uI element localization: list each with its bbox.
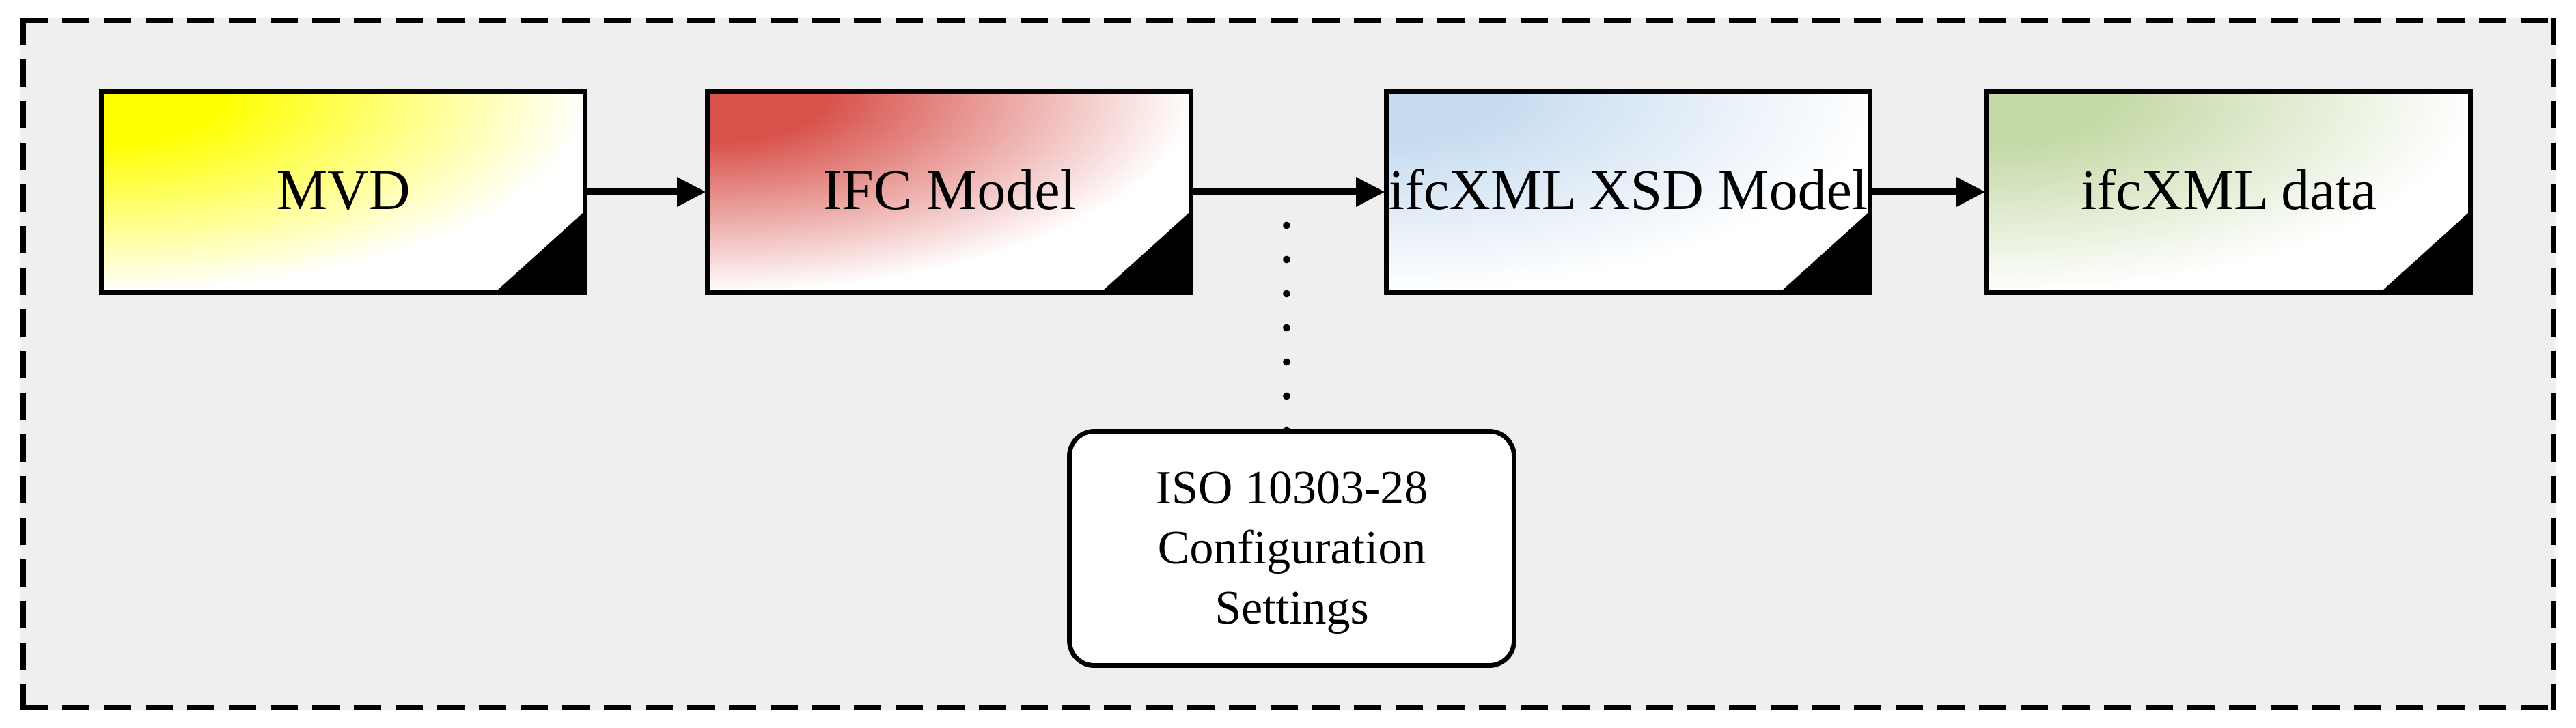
dashed-border-right [2551, 18, 2556, 710]
arrow-shaft [1872, 188, 1956, 195]
arrow-shaft [587, 188, 677, 195]
dashed-border-bottom [20, 705, 2556, 710]
node-mvd-label: MVD [276, 158, 411, 222]
config-note: ISO 10303-28 Configuration Settings [1067, 429, 1516, 668]
node-ifcxml-xsd-model-label: ifcXML XSD Model [1388, 158, 1868, 222]
folded-corner-icon [2383, 213, 2468, 290]
arrow-shaft [1193, 188, 1356, 195]
node-ifc-model: IFC Model [705, 89, 1193, 295]
config-note-line: Settings [1215, 582, 1369, 634]
config-note-line: Configuration [1157, 522, 1426, 574]
folded-corner-icon [1103, 213, 1189, 290]
dashed-border-left [20, 18, 26, 710]
node-mvd: MVD [99, 89, 587, 295]
node-ifcxml-data-label: ifcXML data [2080, 158, 2377, 222]
dotted-connector [1283, 208, 1290, 435]
node-ifcxml-data: ifcXML data [1984, 89, 2473, 295]
node-ifcxml-xsd-model: ifcXML XSD Model [1384, 89, 1872, 295]
folded-corner-icon [497, 213, 583, 290]
folded-corner-icon [1782, 213, 1868, 290]
config-note-line: ISO 10303-28 [1155, 462, 1428, 514]
node-ifc-model-label: IFC Model [822, 158, 1077, 222]
dashed-border-top [20, 18, 2556, 23]
